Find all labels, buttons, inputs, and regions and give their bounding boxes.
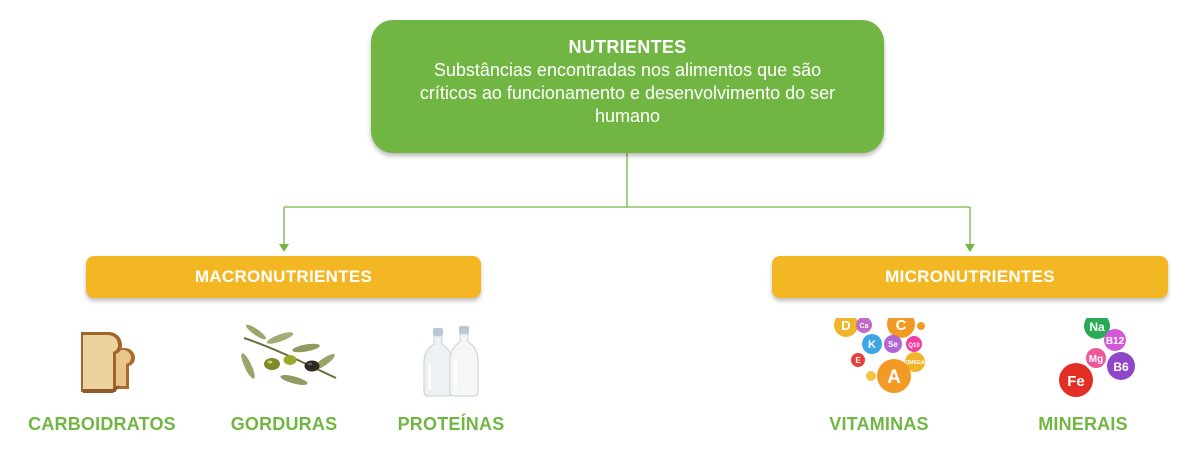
root-description: Substâncias encontradas nos alimentos qu… <box>419 60 836 126</box>
item-vitaminas: D Ca C K Se Q10 E OMEGA A VITAMINAS <box>804 318 954 434</box>
vitamin-q10-ball <box>906 336 922 352</box>
item-proteinas: PROTEÍNAS <box>376 318 526 434</box>
vitamin-omega-ball <box>905 352 925 372</box>
item-label: MINERAIS <box>1038 414 1128 434</box>
mineral-b12-ball <box>1104 329 1126 351</box>
item-label: CARBOIDRATOS <box>28 414 176 434</box>
vitamin-c-ball <box>887 318 915 338</box>
mineral-fe-ball <box>1059 363 1093 397</box>
vitamin-d-ball <box>834 318 858 337</box>
vitamin-e-ball <box>851 353 865 367</box>
category-macronutrientes: MACRONUTRIENTES <box>86 256 481 298</box>
mineral-b6-ball <box>1107 352 1135 380</box>
vitamin-a-ball <box>877 359 911 393</box>
category-label: MICRONUTRIENTES <box>885 267 1055 286</box>
bread-icon <box>81 332 136 393</box>
vitamin-se-ball <box>884 335 902 353</box>
mineral-balls-icon: Na B12 Mg B6 Fe <box>1059 318 1135 397</box>
item-minerais: Na B12 Mg B6 Fe MINERAIS <box>1008 318 1158 434</box>
item-label: GORDURAS <box>230 414 338 434</box>
item-label: PROTEÍNAS <box>397 414 505 434</box>
olives-icon <box>241 324 337 385</box>
svg-text:C: C <box>896 318 907 334</box>
svg-text:B6: B6 <box>1113 360 1129 374</box>
svg-text:D: D <box>841 318 850 333</box>
svg-text:Na: Na <box>1089 320 1105 334</box>
svg-text:Ca: Ca <box>860 323 869 330</box>
svg-text:Q10: Q10 <box>908 343 920 349</box>
milk-bottles-icon <box>423 326 479 397</box>
vitamin-k-ball <box>862 334 882 354</box>
category-label: MACRONUTRIENTES <box>194 267 373 286</box>
category-micronutrientes: MICRONUTRIENTES <box>772 256 1168 298</box>
arrow-macro <box>279 244 289 252</box>
root-title: NUTRIENTES <box>568 37 687 57</box>
vitamin-balls-icon: D Ca C K Se Q10 E OMEGA A <box>834 318 925 393</box>
vitamin-ca-ball <box>856 318 872 333</box>
mineral-na-ball <box>1084 318 1110 339</box>
item-gorduras: GORDURAS <box>209 318 359 434</box>
item-carboidratos: CARBOIDRATOS <box>27 318 177 434</box>
svg-text:K: K <box>868 339 876 351</box>
item-label: VITAMINAS <box>829 414 929 434</box>
svg-text:Fe: Fe <box>1067 373 1085 390</box>
svg-text:Se: Se <box>888 340 898 349</box>
arrow-micro <box>965 244 975 252</box>
svg-text:OMEGA: OMEGA <box>906 360 925 366</box>
svg-text:Mg: Mg <box>1089 354 1103 365</box>
svg-text:E: E <box>855 356 861 365</box>
mineral-mg-ball <box>1086 348 1106 368</box>
svg-text:B12: B12 <box>1106 336 1125 347</box>
svg-text:A: A <box>887 367 901 388</box>
root-node-nutrientes: NUTRIENTES Substâncias encontradas nos a… <box>371 20 884 153</box>
